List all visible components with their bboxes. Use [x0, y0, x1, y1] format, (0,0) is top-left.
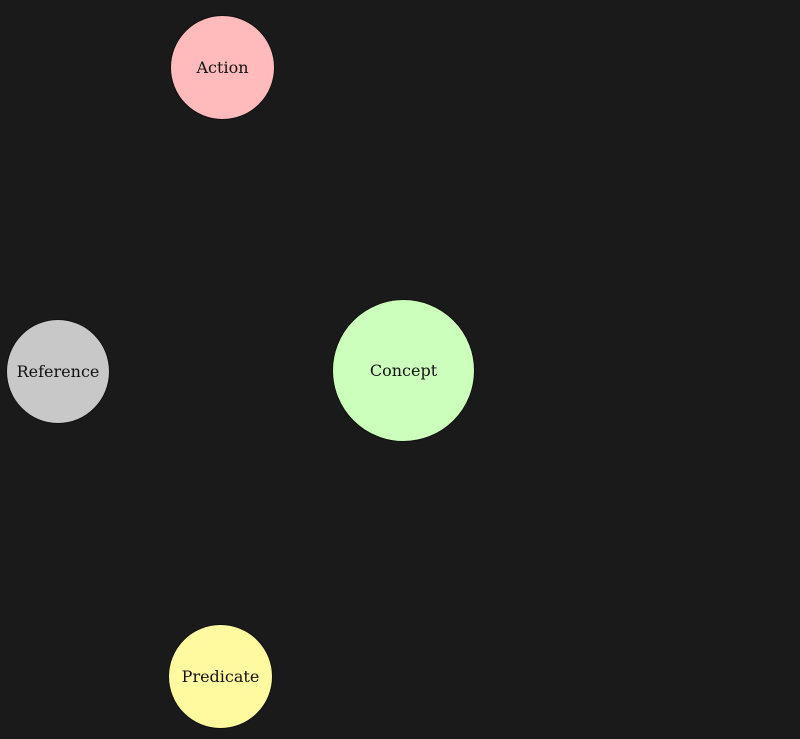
- reference-node-label: Reference: [16, 362, 100, 381]
- predicate-node-label: Predicate: [181, 667, 260, 686]
- reference-node[interactable]: Reference: [6, 319, 110, 424]
- concept-node[interactable]: Concept: [332, 299, 475, 442]
- action-node[interactable]: Action: [170, 15, 275, 120]
- action-node-label: Action: [196, 58, 249, 77]
- predicate-node[interactable]: Predicate: [168, 624, 273, 729]
- concept-node-label: Concept: [369, 361, 438, 380]
